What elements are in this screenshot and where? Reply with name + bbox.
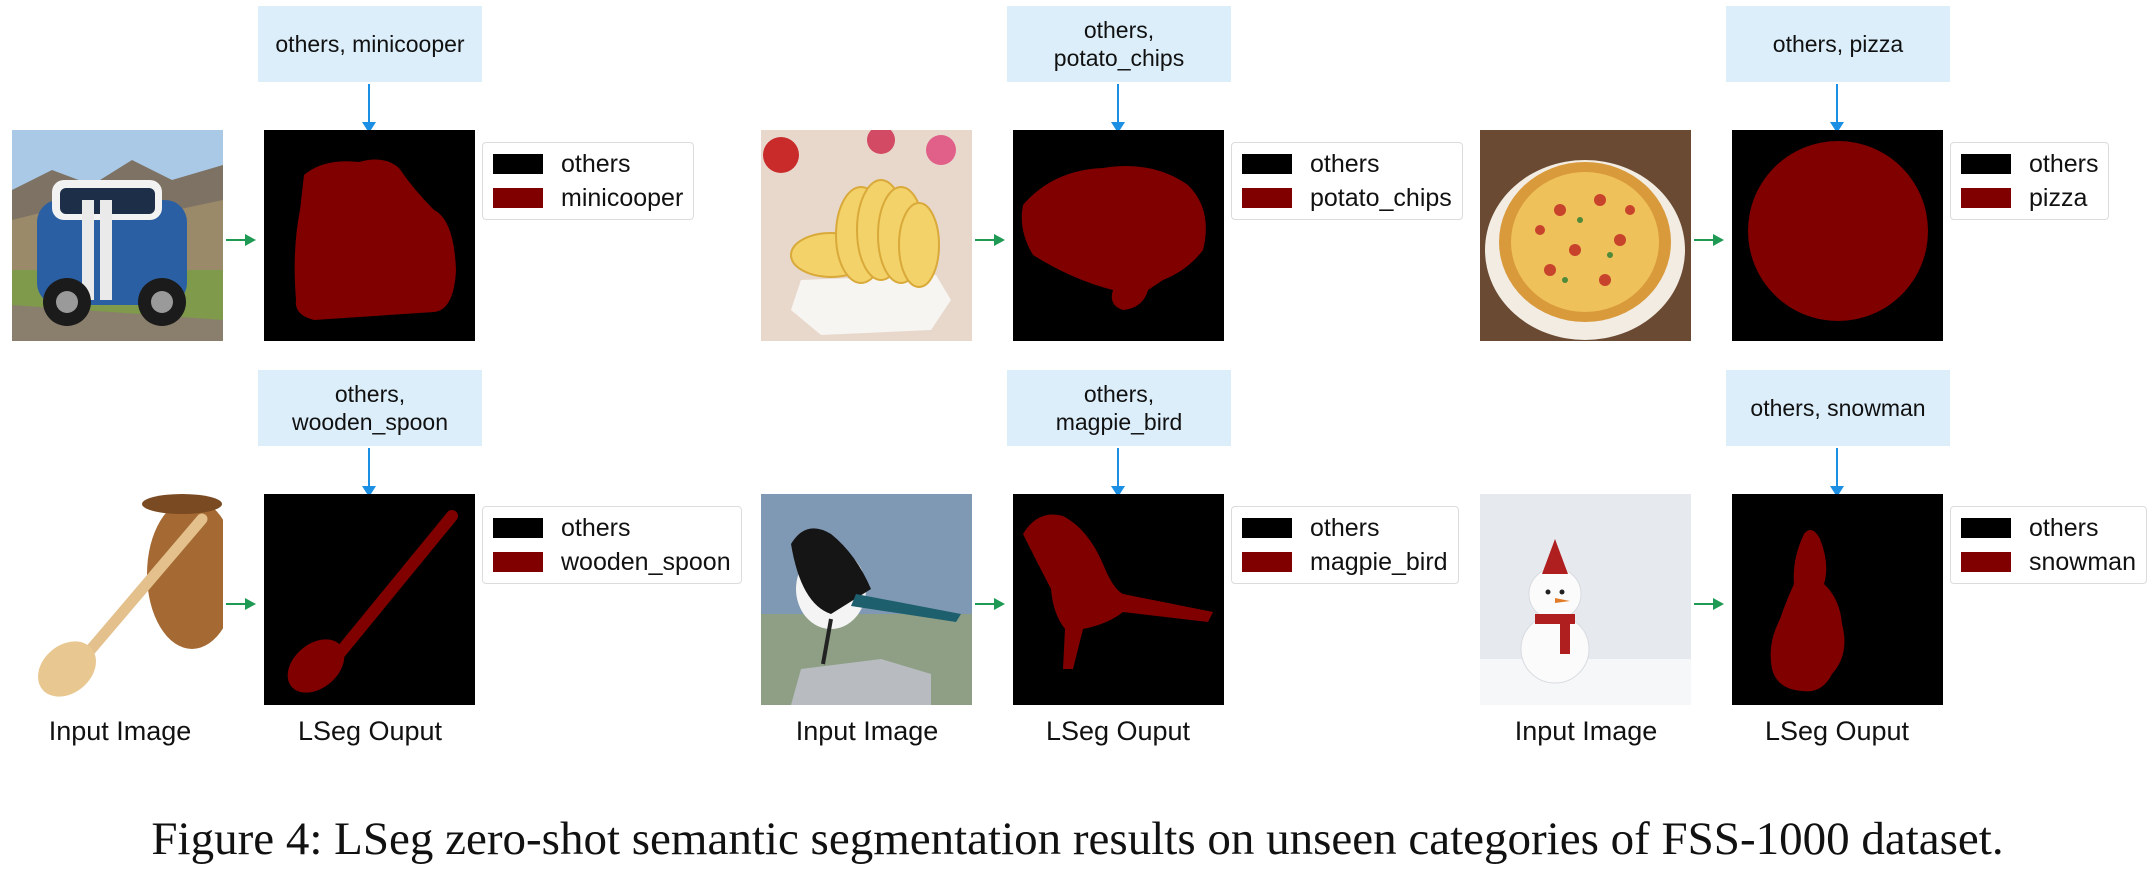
- legend-item-object: wooden_spoon: [493, 545, 731, 579]
- example-potato-chips: others, potato_chips others: [761, 0, 1513, 341]
- segmentation-output-pizza: [1732, 130, 1943, 341]
- caption-lseg-output: LSeg Ouput: [1045, 716, 1191, 746]
- legend-item-others: others: [493, 511, 731, 545]
- segmentation-output-magpie-bird: [1013, 494, 1224, 705]
- right-arrow-icon: [1694, 598, 1724, 610]
- segmentation-output-snowman: [1732, 494, 1943, 705]
- legend: others magpie_bird: [1231, 506, 1459, 584]
- example-snowman: others, snowman others snowman: [1480, 364, 2155, 705]
- swatch-others: [493, 154, 543, 174]
- legend-item-object: minicooper: [493, 181, 683, 215]
- swatch-others: [1242, 518, 1292, 538]
- caption-input-image: Input Image: [795, 716, 939, 746]
- swatch-object: [1242, 188, 1292, 208]
- caption-lseg-output: LSeg Ouput: [297, 716, 443, 746]
- legend-label: magpie_bird: [1310, 547, 1448, 576]
- legend-item-others: others: [1242, 511, 1448, 545]
- legend: others wooden_spoon: [482, 506, 742, 584]
- swatch-others: [1961, 518, 2011, 538]
- input-image-car: [12, 130, 223, 341]
- swatch-others: [1242, 154, 1292, 174]
- legend: others snowman: [1950, 506, 2147, 584]
- input-image-pizza: [1480, 130, 1691, 341]
- caption-input-image: Input Image: [48, 716, 192, 746]
- right-arrow-icon: [226, 234, 256, 246]
- swatch-object: [1961, 552, 2011, 572]
- legend: others pizza: [1950, 142, 2110, 220]
- legend-label: others: [1310, 149, 1380, 178]
- text-prompt: others, pizza: [1726, 6, 1950, 82]
- legend-item-others: others: [1961, 147, 2098, 181]
- swatch-object: [1242, 552, 1292, 572]
- swatch-others: [493, 518, 543, 538]
- legend-item-object: magpie_bird: [1242, 545, 1448, 579]
- swatch-others: [1961, 154, 2011, 174]
- text-prompt: others, potato_chips: [1007, 6, 1231, 82]
- legend-item-others: others: [1961, 511, 2136, 545]
- legend-item-others: others: [1242, 147, 1452, 181]
- swatch-object: [493, 552, 543, 572]
- prompt-text: others, wooden_spoon: [291, 381, 449, 435]
- legend-label: others: [561, 149, 631, 178]
- legend-item-object: pizza: [1961, 181, 2098, 215]
- text-prompt: others, wooden_spoon: [258, 370, 482, 446]
- right-arrow-icon: [1694, 234, 1724, 246]
- swatch-object: [493, 188, 543, 208]
- prompt-text: others, magpie_bird: [1055, 381, 1183, 435]
- legend-item-object: potato_chips: [1242, 181, 1452, 215]
- prompt-text: others, snowman: [1750, 395, 1926, 421]
- legend-label: others: [561, 513, 631, 542]
- legend-label: others: [2029, 149, 2099, 178]
- text-prompt: others, magpie_bird: [1007, 370, 1231, 446]
- right-arrow-icon: [975, 234, 1005, 246]
- prompt-text: others, pizza: [1772, 31, 1904, 57]
- example-minicooper: others, minicooper others: [12, 0, 764, 341]
- legend-label: pizza: [2029, 183, 2088, 212]
- input-image-magpie: [761, 494, 972, 705]
- prompt-text: others, minicooper: [275, 31, 465, 57]
- segmentation-output-wooden-spoon: [264, 494, 475, 705]
- right-arrow-icon: [226, 598, 256, 610]
- legend-label: minicooper: [561, 183, 684, 212]
- right-arrow-icon: [975, 598, 1005, 610]
- caption-input-image: Input Image: [1514, 716, 1658, 746]
- text-prompt: others, snowman: [1726, 370, 1950, 446]
- swatch-object: [1961, 188, 2011, 208]
- segmentation-output-potato-chips: [1013, 130, 1224, 341]
- legend: others potato_chips: [1231, 142, 1463, 220]
- example-wooden-spoon: others, wooden_spoon others wooden_spoon: [12, 364, 764, 705]
- figure-caption: Figure 4: LSeg zero-shot semantic segmen…: [151, 813, 2004, 865]
- legend-label: others: [2029, 513, 2099, 542]
- segmentation-output-minicooper: [264, 130, 475, 341]
- legend: others minicooper: [482, 142, 695, 220]
- prompt-text: others, potato_chips: [1053, 17, 1185, 71]
- legend-item-others: others: [493, 147, 683, 181]
- legend-label: snowman: [2029, 547, 2136, 576]
- example-pizza: others, pizza others: [1480, 0, 2155, 341]
- legend-label: potato_chips: [1310, 183, 1452, 212]
- legend-label: wooden_spoon: [561, 547, 731, 576]
- input-image-snowman: [1480, 494, 1691, 705]
- example-magpie-bird: others, magpie_bird others magpie_bird: [761, 364, 1513, 705]
- legend-label: others: [1310, 513, 1380, 542]
- input-image-spoon: [12, 494, 223, 705]
- input-image-chips: [761, 130, 972, 341]
- legend-item-object: snowman: [1961, 545, 2136, 579]
- text-prompt: others, minicooper: [258, 6, 482, 82]
- caption-lseg-output: LSeg Ouput: [1764, 716, 1910, 746]
